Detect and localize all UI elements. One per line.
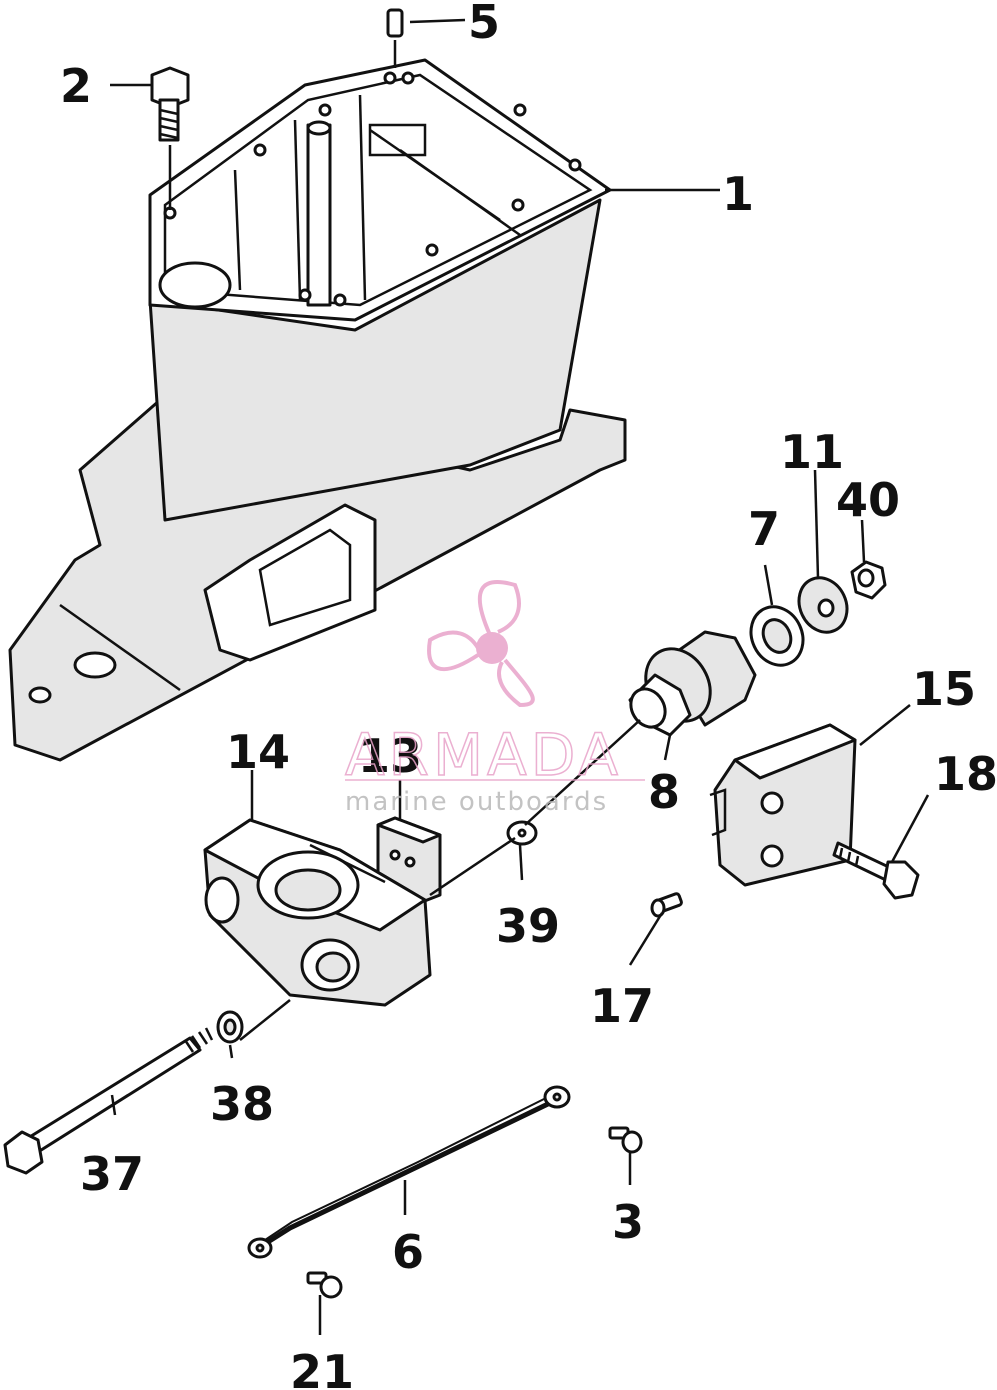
callout-1: 1 bbox=[722, 167, 754, 221]
watermark-tagline: marine outboards bbox=[345, 787, 608, 817]
leader-lines bbox=[110, 18, 930, 1335]
callout-15: 15 bbox=[912, 662, 976, 716]
part-37-long-bolt bbox=[3, 1027, 214, 1175]
part-1-driveshaft-housing bbox=[8, 58, 627, 762]
callout-38: 38 bbox=[210, 1077, 274, 1131]
propeller-logo-icon bbox=[427, 580, 535, 708]
callout-2: 2 bbox=[60, 59, 92, 113]
callout-14: 14 bbox=[226, 725, 290, 779]
part-2-bolt bbox=[150, 66, 190, 142]
callout-39: 39 bbox=[496, 899, 560, 953]
part-15-mount-cover bbox=[709, 723, 857, 887]
armada-watermark: ARMADA marine outboards bbox=[344, 580, 645, 817]
part-17-screw bbox=[650, 892, 683, 918]
part-40-nut bbox=[850, 560, 887, 600]
part-6-ground-strap bbox=[247, 1085, 571, 1259]
watermark-brand: ARMADA bbox=[345, 721, 622, 789]
part-3-screw bbox=[608, 1126, 643, 1154]
callout-13: 13 bbox=[358, 729, 422, 783]
part-5-dowel-pin bbox=[386, 8, 404, 38]
part-14-swivel-bracket bbox=[203, 818, 432, 1007]
part-8-rubber-mount bbox=[628, 630, 757, 737]
callout-21: 21 bbox=[290, 1345, 354, 1390]
callout-8: 8 bbox=[648, 765, 680, 819]
callout-17: 17 bbox=[590, 979, 654, 1033]
callout-11: 11 bbox=[780, 425, 844, 479]
part-18-bolt bbox=[832, 841, 920, 900]
callout-5: 5 bbox=[468, 0, 500, 49]
callout-labels: 5 2 1 11 40 7 15 14 13 18 8 39 17 38 37 … bbox=[60, 0, 997, 1390]
part-11-washer bbox=[797, 576, 849, 634]
callout-3: 3 bbox=[612, 1195, 644, 1249]
callout-6: 6 bbox=[392, 1225, 424, 1279]
callout-7: 7 bbox=[748, 502, 780, 556]
callout-40: 40 bbox=[836, 473, 900, 527]
callout-37: 37 bbox=[80, 1147, 144, 1201]
part-38-washer bbox=[216, 1010, 244, 1044]
part-21-screw bbox=[306, 1271, 343, 1299]
callout-18: 18 bbox=[934, 747, 997, 801]
part-7-washer bbox=[749, 605, 805, 667]
